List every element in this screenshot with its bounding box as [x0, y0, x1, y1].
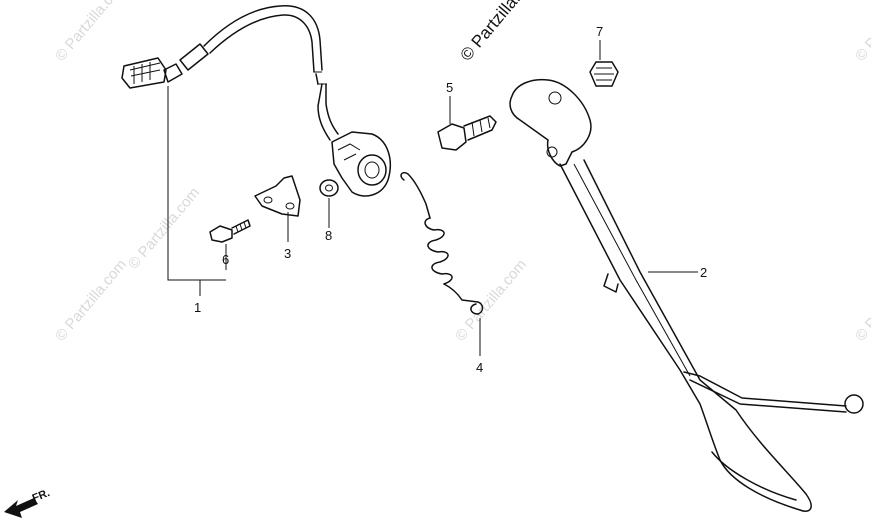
callouts: 1 2 3 4 5 6 7 8 — [194, 24, 707, 375]
part-4-spring — [400, 171, 484, 315]
leader-lines — [167, 40, 698, 356]
front-direction-indicator: FR. — [4, 487, 52, 518]
part-5-pivot-bolt — [437, 115, 497, 151]
callout-3: 3 — [284, 246, 291, 261]
part-6-bolt — [209, 219, 251, 243]
watermark-top-right: © Partzilla.com — [852, 0, 871, 65]
watermark-bottom-right: © Partzilla.com — [852, 256, 871, 344]
front-direction-label: FR. — [31, 487, 52, 505]
front-arrow-icon — [4, 498, 38, 518]
callout-8: 8 — [325, 228, 332, 243]
callout-2: 2 — [700, 265, 707, 280]
callout-5: 5 — [446, 80, 453, 95]
part-2-side-stand — [509, 78, 864, 512]
part-8-washer — [319, 179, 339, 197]
callout-4: 4 — [476, 360, 483, 375]
watermark-main: © Partzilla.com — [457, 0, 545, 65]
watermark-top-left: © Partzilla.com — [52, 0, 130, 65]
callout-7: 7 — [596, 24, 603, 39]
part-3-bracket — [254, 175, 301, 217]
part-7-nut — [589, 61, 619, 87]
watermark-bottom-left: © Partzilla.com — [52, 256, 130, 344]
watermark-group: © Partzilla.com © Partzilla.com © Partzi… — [52, 0, 871, 345]
callout-1: 1 — [194, 300, 201, 315]
watermark-left-center: © Partzilla.com — [125, 184, 203, 272]
callout-6: 6 — [222, 252, 229, 267]
part-1-side-stand-switch — [121, 5, 392, 197]
